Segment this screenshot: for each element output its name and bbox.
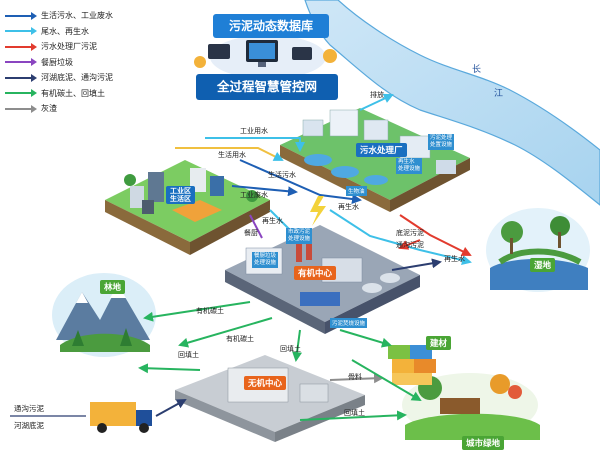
inorganic-center-block (175, 355, 365, 442)
wwtp-block (280, 108, 470, 212)
legend-arrow-icon (4, 104, 38, 114)
legend-item-label: 有机碳土、回填土 (41, 88, 105, 98)
flow-lines (10, 93, 472, 421)
industrial-label: 工业区 生活区 (166, 186, 195, 204)
river-label-a: 长 (472, 65, 482, 75)
municipal-sludge-tag: 市政污泥 处理设施 (286, 228, 313, 244)
flow-reclaimed-2: 再生水 (262, 217, 283, 225)
flow-industrial-wastewater: 工业废水 (240, 191, 268, 199)
flow-domestic-water: 生活用水 (218, 151, 246, 159)
legend-item: 灰渣 (4, 101, 154, 117)
industrial-residential-block (105, 160, 270, 255)
flow-organic-soil-2: 有机碳土 (226, 335, 254, 343)
legend-item: 餐厨垃圾 (4, 55, 154, 71)
kitchen-facility-tag: 餐厨垃圾 处理设施 (252, 252, 279, 268)
network-monitor-icon (194, 35, 337, 79)
flow-backfill-2: 回填土 (280, 345, 301, 353)
legend-arrow-icon (4, 26, 38, 36)
legend-item: 生活污水、工业废水 (4, 8, 154, 24)
flow-domestic-wastewater: 生活污水 (268, 171, 296, 179)
flow-backfill-3: 回填土 (344, 409, 365, 417)
database-banner: 污泥动态数据库 (213, 14, 329, 38)
legend-arrow-icon (4, 88, 38, 98)
sludge-facility-tag: 污泥处理 处置设施 (428, 134, 455, 150)
legend-arrow-icon (4, 11, 38, 21)
flow-ash: 骨料 (348, 373, 362, 381)
organic-center-label: 有机中心 (294, 266, 337, 280)
network-banner: 全过程智慧管控网 (196, 74, 338, 100)
biogas-tag: 生物油 (346, 186, 367, 196)
flow-backfill-1: 回填土 (178, 351, 199, 359)
wetland-illustration (486, 208, 590, 292)
building-material-label: 建材 (426, 336, 452, 350)
sludge-plant-tag: 污泥焚烧设施 (330, 318, 368, 328)
energy-bolt-icon (310, 196, 326, 226)
forest-illustration (52, 273, 156, 357)
legend-item: 污水处理厂污泥 (4, 39, 154, 55)
legend-item-label: 灰渣 (41, 104, 57, 114)
reclaimed-facility-tag: 再生水 处理设施 (396, 158, 423, 174)
forest-label: 林地 (100, 280, 126, 294)
flow-discharge: 排放 (370, 91, 384, 99)
flow-industrial-water: 工业用水 (240, 127, 268, 135)
wwtp-label: 污水处理厂 (356, 143, 407, 157)
legend-arrow-icon (4, 42, 38, 52)
urban-green-label: 城市绿地 (462, 436, 505, 450)
building-material-blocks (388, 345, 436, 385)
wetland-label: 湿地 (530, 258, 556, 272)
legend-item-label: 餐厨垃圾 (41, 57, 73, 67)
legend-item-label: 河湖底泥、通沟污泥 (41, 73, 113, 83)
sludge-truck (90, 402, 152, 433)
flow-reclaimed-3: 再生水 (444, 255, 465, 263)
yangtze-river (304, 0, 600, 206)
legend-arrow-icon (4, 73, 38, 83)
legend: 生活污水、工业废水尾水、再生水污水处理厂污泥餐厨垃圾河湖底泥、通沟污泥有机碳土、… (4, 8, 154, 117)
legend-item: 河湖底泥、通沟污泥 (4, 70, 154, 86)
inorganic-center-label: 无机中心 (244, 376, 287, 390)
legend-item-label: 生活污水、工业废水 (41, 11, 113, 21)
legend-item: 尾水、再生水 (4, 24, 154, 40)
legend-item: 有机碳土、回填土 (4, 86, 154, 102)
flow-organic-soil-1: 有机碳土 (196, 307, 224, 315)
river-label-b: 江 (494, 89, 504, 99)
flow-sludge-1: 底泥污泥 (396, 229, 424, 237)
legend-item-label: 污水处理厂污泥 (41, 42, 97, 52)
legend-arrow-icon (4, 57, 38, 67)
flow-ditch-sludge: 通沟污泥 (14, 404, 44, 413)
flow-sludge-2: 通沟污泥 (396, 241, 424, 249)
legend-item-label: 尾水、再生水 (41, 26, 89, 36)
flow-kitchen: 餐厨 (244, 229, 258, 237)
flow-lake-sludge: 河湖底泥 (14, 421, 44, 430)
flow-reclaimed-1: 再生水 (338, 203, 359, 211)
urban-green-illustration (402, 373, 540, 440)
